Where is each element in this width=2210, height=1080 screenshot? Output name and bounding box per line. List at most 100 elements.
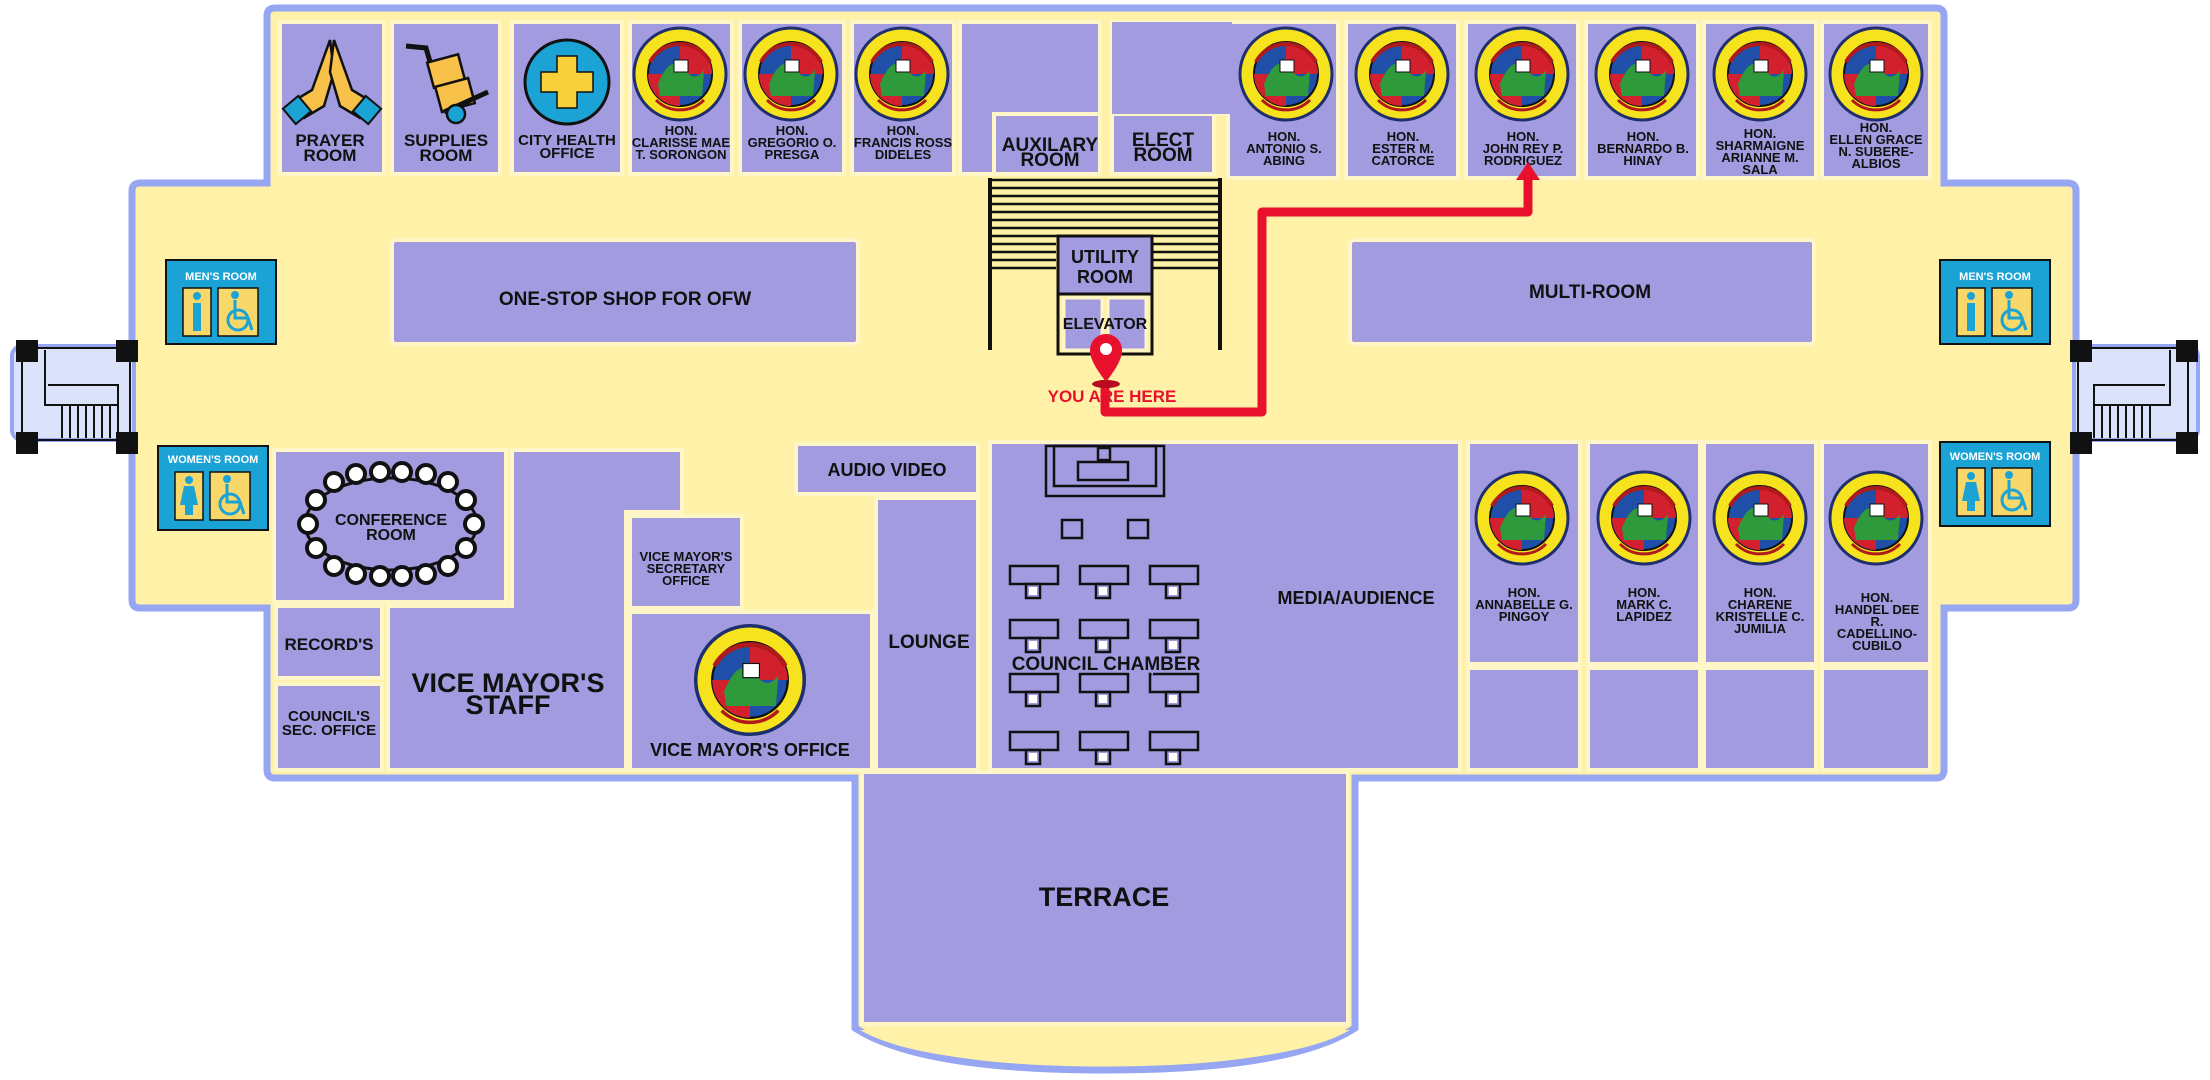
svg-text:SHARMAIGNE: SHARMAIGNE [1716, 138, 1805, 153]
svg-text:VICE MAYOR'S: VICE MAYOR'S [412, 668, 605, 698]
svg-text:ALBIOS: ALBIOS [1851, 156, 1900, 171]
svg-text:VICE MAYOR'S OFFICE: VICE MAYOR'S OFFICE [650, 740, 850, 760]
svg-text:OFFICE: OFFICE [540, 145, 595, 162]
prayer-room[interactable]: PRAYER ROOM [278, 20, 386, 176]
storage-room[interactable] [1586, 666, 1702, 772]
svg-text:HON.: HON. [1628, 585, 1661, 600]
svg-text:CONFERENCE: CONFERENCE [335, 512, 447, 529]
vice-mayors-office[interactable]: VICE MAYOR'S OFFICE [628, 610, 874, 772]
svg-text:FRANCIS ROSS: FRANCIS ROSS [854, 135, 953, 150]
main-staircase[interactable] [988, 178, 1222, 350]
svg-text:N. SUBERE-: N. SUBERE- [1838, 144, 1913, 159]
conference-room[interactable]: CONFERENCE ROOM [272, 448, 508, 604]
terrace[interactable]: TERRACE [860, 770, 1350, 1026]
svg-text:VICE MAYOR'S: VICE MAYOR'S [640, 549, 733, 564]
svg-text:ONE-STOP SHOP FOR OFW: ONE-STOP SHOP FOR OFW [499, 289, 751, 310]
storage-room[interactable] [1820, 666, 1932, 772]
office-hon-pingoy[interactable]: HON. ANNABELLE G. PINGOY [1466, 440, 1582, 666]
svg-text:WOMEN'S ROOM: WOMEN'S ROOM [1950, 451, 2041, 463]
city-seal-icon [1828, 470, 1924, 566]
office-hon-catorce[interactable]: HON. ESTER M. CATORCE [1344, 20, 1460, 180]
svg-text:TERRACE: TERRACE [1039, 882, 1170, 912]
medical-cross-icon [523, 38, 611, 126]
city-seal-icon [1712, 26, 1808, 122]
svg-text:HON.: HON. [1860, 120, 1893, 135]
prayer-room-label: PRAYER [295, 131, 364, 150]
vice-mayors-staff[interactable]: VICE MAYOR'S STAFF [386, 448, 684, 772]
svg-text:HON.: HON. [1744, 585, 1777, 600]
svg-text:ELEVATOR: ELEVATOR [1063, 316, 1148, 333]
vice-mayors-secretary-office[interactable]: VICE MAYOR'S SECRETARY OFFICE [628, 514, 744, 610]
svg-text:CHARENE: CHARENE [1728, 597, 1793, 612]
council-chamber[interactable]: COUNCIL CHAMBER [988, 440, 1462, 772]
svg-text:UTILITY: UTILITY [1071, 247, 1139, 267]
svg-text:LAPIDEZ: LAPIDEZ [1616, 609, 1672, 624]
svg-text:HON.: HON. [887, 123, 920, 138]
supplies-room[interactable]: SUPPLIES ROOM [390, 20, 502, 176]
accessible-icon [1991, 467, 2033, 517]
presiding-table [1044, 444, 1166, 498]
hand-truck-icon [405, 43, 490, 125]
storage-room[interactable] [1702, 666, 1818, 772]
womens-room-right[interactable]: WOMEN'S ROOM [1939, 441, 2051, 527]
svg-text:STAFF: STAFF [466, 690, 551, 720]
mens-room-right[interactable]: MEN'S ROOM [1939, 259, 2051, 345]
svg-text:HON.: HON. [1508, 585, 1541, 600]
city-seal-icon [1594, 26, 1690, 122]
lounge[interactable]: LOUNGE [874, 496, 980, 772]
svg-text:DIDELES: DIDELES [875, 147, 932, 162]
womens-room-left[interactable]: WOMEN'S ROOM [157, 445, 269, 531]
svg-text:AUXILARY: AUXILARY [1002, 135, 1099, 156]
accessible-icon [209, 471, 251, 521]
svg-text:COUNCIL'S: COUNCIL'S [288, 708, 370, 725]
audio-video-room[interactable]: AUDIO VIDEO [794, 442, 980, 496]
svg-text:JOHN REY P.: JOHN REY P. [1483, 141, 1563, 156]
councils-sec-office[interactable]: COUNCIL'S SEC. OFFICE [274, 682, 384, 772]
svg-text:SEC. OFFICE: SEC. OFFICE [282, 722, 376, 739]
one-stop-shop-ofw[interactable]: ONE-STOP SHOP FOR OFW [390, 238, 860, 346]
office-hon-albios[interactable]: HON. ELLEN GRACE N. SUBERE- ALBIOS [1820, 20, 1932, 180]
svg-text:AUDIO VIDEO: AUDIO VIDEO [827, 460, 946, 480]
svg-text:SECRETARY: SECRETARY [647, 561, 726, 576]
svg-text:MARK C.: MARK C. [1616, 597, 1672, 612]
office-hon-lapidez[interactable]: HON. MARK C. LAPIDEZ [1586, 440, 1702, 666]
office-hon-sala[interactable]: HON. SHARMAIGNE ARIANNE M. SALA [1702, 20, 1818, 180]
male-icon [182, 287, 212, 337]
city-seal-icon [1474, 470, 1570, 566]
office-hon-cubilo[interactable]: HON. HANDEL DEE R. CADELLINO- CUBILO [1820, 440, 1932, 666]
storage-room[interactable] [1466, 666, 1582, 772]
office-hon-abing[interactable]: HON. ANTONIO S. ABING [1112, 20, 1340, 180]
svg-text:CADELLINO-: CADELLINO- [1837, 626, 1917, 641]
auxilary-room[interactable]: AUXILARY ROOM [958, 20, 1102, 176]
office-hon-dideles[interactable]: HON. FRANCIS ROSS DIDELES [850, 20, 956, 176]
office-hon-hinay[interactable]: HON. BERNARDO B. HINAY [1584, 20, 1700, 180]
office-hon-rodriguez[interactable]: HON. JOHN REY P. RODRIGUEZ [1464, 20, 1580, 180]
svg-text:HON.: HON. [1387, 129, 1420, 144]
svg-text:ELLEN GRACE: ELLEN GRACE [1829, 132, 1923, 147]
multi-room[interactable]: MULTI-ROOM [1348, 238, 1816, 346]
svg-text:JUMILIA: JUMILIA [1734, 621, 1787, 636]
left-staircase[interactable] [10, 340, 138, 454]
svg-text:ANTONIO S.: ANTONIO S. [1246, 141, 1322, 156]
office-hon-jumilia[interactable]: HON. CHARENE KRISTELLE C. JUMILIA [1702, 440, 1818, 666]
records-room[interactable]: RECORD'S [274, 604, 384, 680]
office-hon-sorongon[interactable]: HON. CLARISSE MAE T. SORONGON [628, 20, 734, 176]
city-health-office[interactable]: CITY HEALTH OFFICE [510, 20, 624, 176]
office-hon-presga[interactable]: HON. GREGORIO O. PRESGA [738, 20, 846, 176]
svg-text:HON.: HON. [1861, 590, 1894, 605]
media-audience-area[interactable]: MEDIA/AUDIENCE [1277, 588, 1434, 608]
svg-text:OFFICE: OFFICE [662, 573, 710, 588]
right-staircase[interactable] [2070, 340, 2200, 454]
svg-text:CLARISSE MAE: CLARISSE MAE [632, 135, 731, 150]
svg-text:ESTER M.: ESTER M. [1372, 141, 1433, 156]
utility-room[interactable]: UTILITY ROOM [1056, 234, 1154, 296]
mens-room-left[interactable]: MEN'S ROOM [165, 259, 277, 345]
svg-text:LOUNGE: LOUNGE [888, 632, 969, 653]
you-are-here-marker: YOU ARE HERE [1048, 334, 1176, 406]
svg-text:GREGORIO O.: GREGORIO O. [748, 135, 837, 150]
accessible-icon [1991, 287, 2033, 337]
council-desks [1008, 564, 1200, 766]
city-seal-icon [1354, 26, 1450, 122]
svg-text:HINAY: HINAY [1623, 153, 1663, 168]
